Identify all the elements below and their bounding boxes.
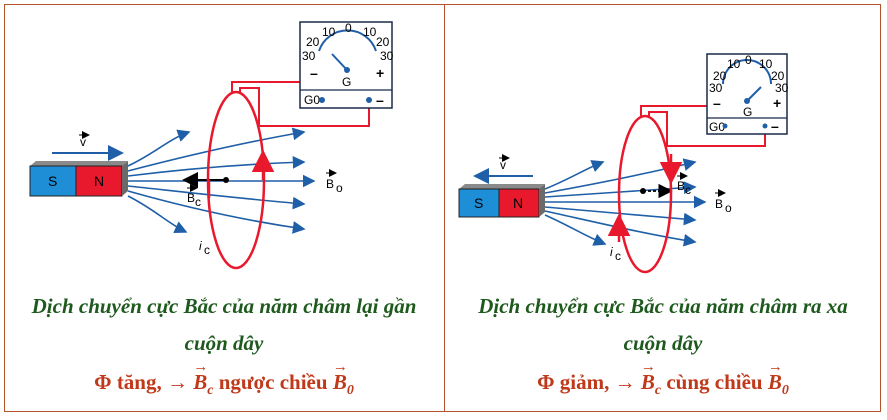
wire-coil xyxy=(617,114,673,274)
magnetic-field-lines xyxy=(127,127,316,234)
svg-text:30: 30 xyxy=(709,81,723,95)
svg-text:i: i xyxy=(610,245,613,259)
left-diagram: v S N B o B c xyxy=(29,21,394,270)
svg-text:–: – xyxy=(310,65,318,81)
svg-text:G: G xyxy=(342,75,351,89)
right-diagram: v S N B o B c xyxy=(458,53,789,274)
left-panel: v S N B o B c xyxy=(4,4,444,412)
svg-text:c: c xyxy=(195,195,201,209)
svg-text:10: 10 xyxy=(727,57,741,71)
svg-text:G: G xyxy=(743,105,752,119)
galvanometer: 30 20 10 0 10 20 30 – + G G0 – xyxy=(706,53,789,135)
svg-text:20: 20 xyxy=(713,69,727,83)
svg-text:30: 30 xyxy=(775,81,789,95)
magnet-south-pole xyxy=(29,165,77,197)
svg-text:c: c xyxy=(685,183,691,197)
svg-text:N: N xyxy=(94,173,104,189)
svg-text:G0: G0 xyxy=(304,93,320,107)
lead-wire-2 xyxy=(239,87,370,127)
svg-text:20: 20 xyxy=(376,35,390,49)
figure-frame xyxy=(4,4,881,412)
svg-text:B: B xyxy=(187,191,195,205)
svg-text:o: o xyxy=(336,181,343,195)
right-caption-line1: Dịch chuyển cực Bắc của năm châm ra xa xyxy=(478,294,848,318)
bar-magnet: S N xyxy=(458,184,545,218)
panel-divider xyxy=(444,4,445,412)
svg-text:i: i xyxy=(199,239,202,253)
svg-text:10: 10 xyxy=(322,25,336,39)
svg-text:+: + xyxy=(773,95,781,111)
svg-text:10: 10 xyxy=(363,25,377,39)
left-caption-line3: Φ tăng, → Bc ngược chiều B0 xyxy=(4,353,444,405)
velocity-label: v xyxy=(80,135,86,149)
svg-text:G0: G0 xyxy=(709,120,725,134)
galvanometer: 30 20 10 0 10 20 30 – + G G0 – xyxy=(299,21,394,109)
svg-text:0: 0 xyxy=(345,21,352,35)
svg-text:S: S xyxy=(474,195,483,211)
bar-magnet: S N xyxy=(29,161,128,197)
svg-text:v: v xyxy=(500,158,506,172)
svg-text:–: – xyxy=(713,95,721,111)
right-caption-line3: Φ giảm, → Bc cùng chiều B0 xyxy=(445,353,881,405)
magnetic-field-lines xyxy=(544,158,707,247)
svg-text:c: c xyxy=(615,249,621,263)
lead-wire-2 xyxy=(648,111,766,147)
svg-text:B: B xyxy=(677,179,685,193)
svg-text:N: N xyxy=(513,195,523,211)
svg-text:0: 0 xyxy=(745,53,752,67)
svg-text:+: + xyxy=(376,65,384,81)
svg-text:B: B xyxy=(326,177,334,191)
svg-text:S: S xyxy=(48,173,57,189)
svg-text:B: B xyxy=(715,197,723,211)
svg-text:30: 30 xyxy=(302,49,316,63)
right-caption-line2: cuộn dây xyxy=(623,331,703,355)
svg-text:20: 20 xyxy=(306,35,320,49)
galvanometer-needle xyxy=(331,53,348,71)
svg-text:–: – xyxy=(376,92,384,108)
svg-text:c: c xyxy=(204,243,210,257)
svg-text:10: 10 xyxy=(759,57,773,71)
right-panel: v S N B o B c xyxy=(445,4,881,412)
svg-text:o: o xyxy=(725,201,732,215)
left-caption-line2: cuộn dây xyxy=(184,331,264,355)
left-caption-line1: Dịch chuyển cực Bắc của năm châm lại gần xyxy=(31,294,417,318)
galvanometer-needle xyxy=(746,86,762,102)
magnet-north-pole xyxy=(75,165,123,197)
svg-text:20: 20 xyxy=(771,69,785,83)
svg-text:30: 30 xyxy=(380,49,394,63)
magnet-north-pole xyxy=(498,188,540,218)
svg-text:–: – xyxy=(771,118,779,134)
